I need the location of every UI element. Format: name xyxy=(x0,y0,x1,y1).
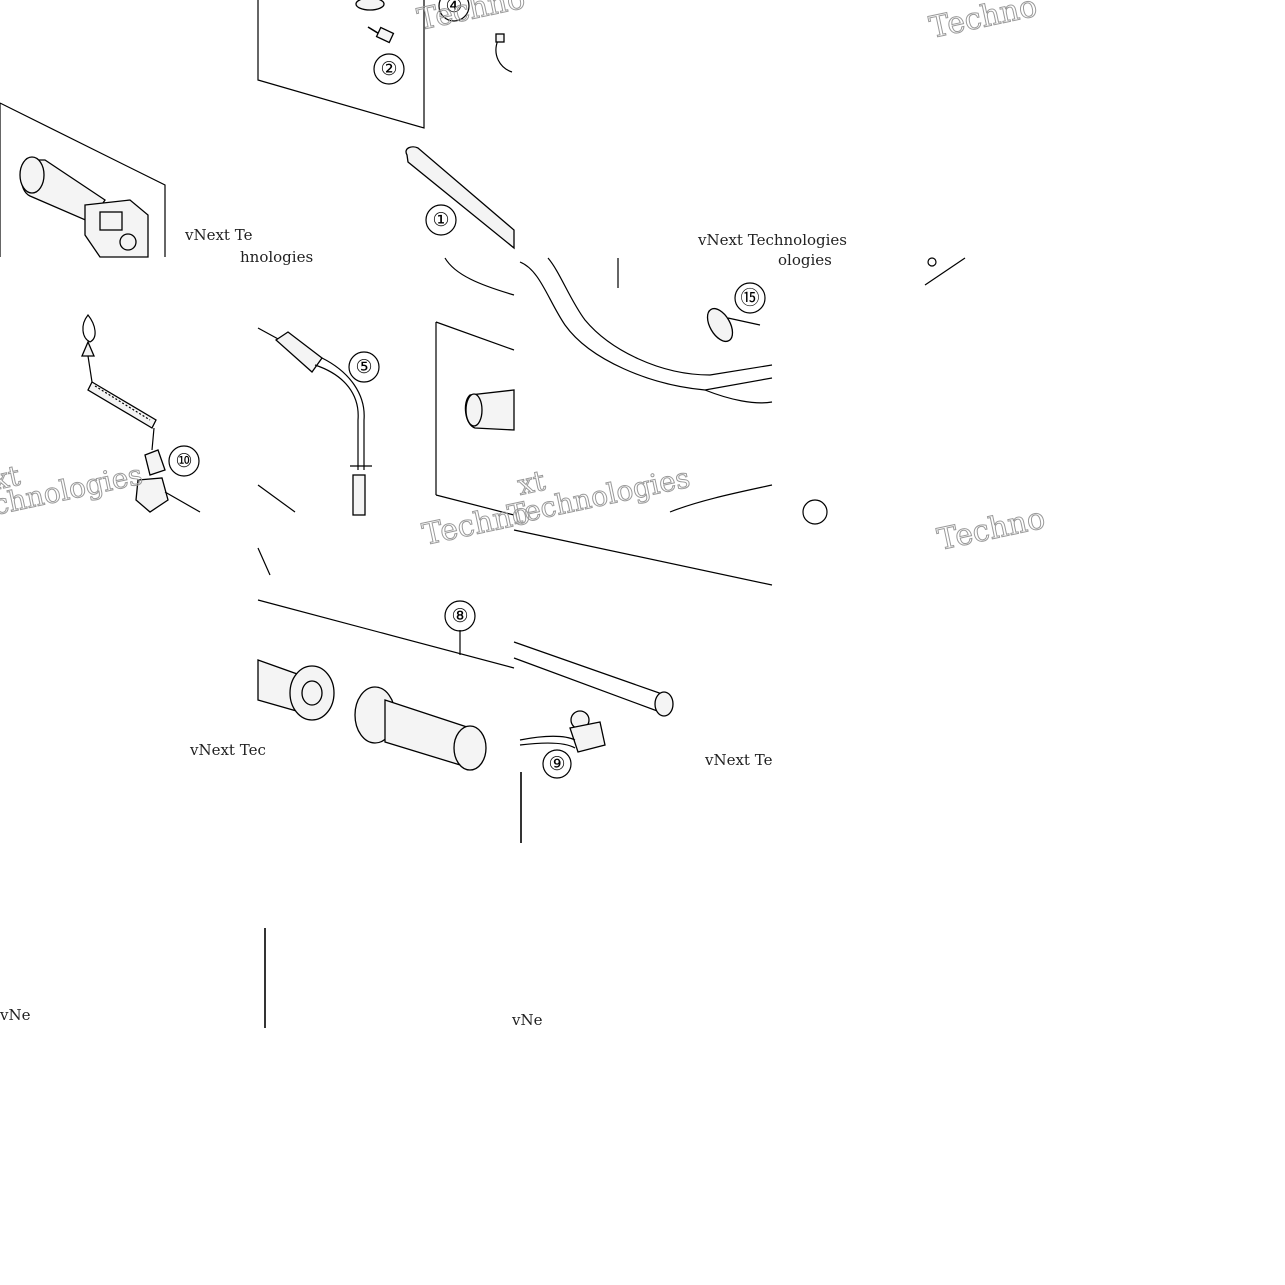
bolt-drawing xyxy=(367,26,395,44)
panel-border xyxy=(0,102,166,257)
watermark-techno-mid-right: Techno xyxy=(934,501,1048,558)
panel-border xyxy=(257,0,425,129)
connector-fragment xyxy=(927,257,937,267)
watermark-vnext-te: vNext Te xyxy=(184,226,253,244)
cable-fragment-right xyxy=(444,257,515,296)
grip-end-cap xyxy=(465,393,483,427)
watermark-chnologies-left: chnologies xyxy=(0,458,145,522)
grip-pair-drawing xyxy=(257,659,487,771)
callout-circle-partial xyxy=(802,499,828,525)
tile-right-fragments: Techno xyxy=(802,257,1049,558)
tile-mid-center: ⑤ Techno xyxy=(257,257,534,553)
callout-circle-9 xyxy=(542,749,572,779)
tile-left-switch: vNext Te hnologies xyxy=(0,102,313,266)
tether-cord-drawing xyxy=(81,314,201,513)
callout-15: ⑮ xyxy=(740,287,759,309)
wire-fragment xyxy=(924,257,966,286)
callout-circle-10 xyxy=(168,445,200,477)
callout-circle-2 xyxy=(373,53,405,85)
tile-mid-right: ⑮ vNext Technologies ologies xt Technolo… xyxy=(504,231,847,532)
throttle-cable-drawing xyxy=(257,327,372,516)
watermark-fragment-center: vNe xyxy=(511,1011,543,1029)
tile-top-middle: ② ④ Techno ① xyxy=(257,0,529,250)
wire-fragment xyxy=(257,547,271,576)
callout-circle-15 xyxy=(734,282,766,314)
callout-2: ② xyxy=(380,58,397,80)
cable-fragment xyxy=(257,484,296,513)
cable-end xyxy=(495,33,505,43)
cable-drawing xyxy=(495,39,513,73)
panel-border xyxy=(435,321,515,351)
callout-9: ⑨ xyxy=(548,753,565,775)
watermark-fragment-left: vNe xyxy=(0,1006,31,1024)
watermark-ologies: ologies xyxy=(778,251,832,269)
tile-lower-right: ⑨ vNext Te xyxy=(513,529,773,843)
watermark-vnext-full: vNext Technologies xyxy=(697,231,847,249)
panel-border xyxy=(513,529,773,586)
tile-lower-center: ⑧ vNext Tec xyxy=(189,547,515,771)
callout-circle-8 xyxy=(348,351,380,383)
watermark-techno-right: Techno xyxy=(926,0,1040,46)
callout-circle-1 xyxy=(425,204,457,236)
bar-end-drawing xyxy=(513,641,674,717)
callout-circle-5 xyxy=(444,600,476,632)
callout-10: ⑩ xyxy=(175,450,192,472)
left-grip-drawing xyxy=(19,156,149,258)
callout-circle-4 xyxy=(438,0,470,22)
panel-border xyxy=(257,599,515,669)
watermark-techno-top: Techno xyxy=(414,0,528,38)
callout-1: ① xyxy=(432,209,449,231)
cable-tie-drawing xyxy=(706,307,761,343)
callout-5: ⑧ xyxy=(451,605,468,627)
handlebar-tube-drawing xyxy=(405,146,515,250)
kill-switch-drawing xyxy=(519,710,606,753)
handlebar-bend-drawing xyxy=(519,257,773,404)
panel-border xyxy=(435,494,515,516)
tile-bottom: vNe vNe xyxy=(0,928,543,1029)
callout-4: ④ xyxy=(445,0,462,17)
tile-mid-left: ⑩ xt chnologies xyxy=(0,314,201,522)
callout-8: ⑤ xyxy=(355,356,372,378)
watermark-vnext-tec: vNext Tec xyxy=(189,741,266,759)
watermark-vnext-te-lower: vNext Te xyxy=(704,751,773,769)
cable-fragment xyxy=(669,484,773,513)
watermark-hnologies: hnologies xyxy=(240,248,313,266)
washer-drawing xyxy=(355,0,385,11)
